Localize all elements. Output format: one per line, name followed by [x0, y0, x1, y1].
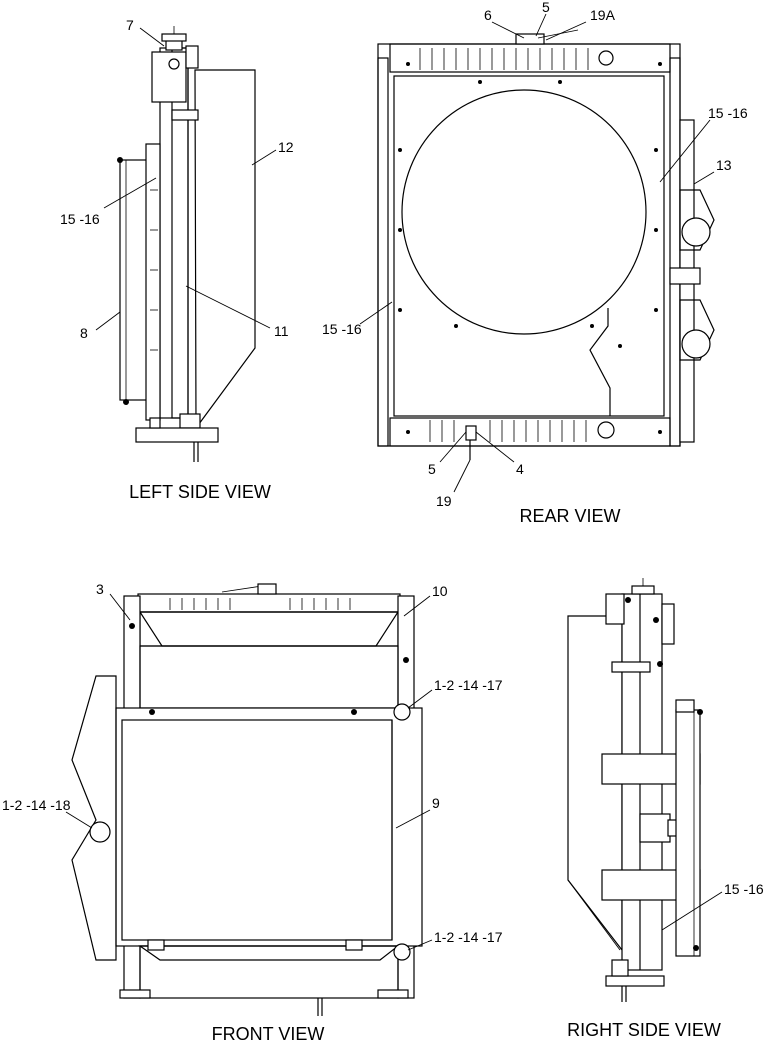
callout-1-2-14-17-top: 1-2 -14 -17 — [434, 677, 503, 693]
callout-4: 4 — [516, 461, 524, 477]
rear-view: 6 5 19A 15 -16 13 15 -16 5 4 19 REAR VIE… — [322, 0, 748, 526]
callout-12: 12 — [278, 139, 294, 155]
callout-19: 19 — [436, 493, 452, 509]
front-view-caption: FRONT VIEW — [212, 1024, 325, 1044]
rear-view-caption: REAR VIEW — [519, 506, 620, 526]
callout-15-16-rear-left: 15 -16 — [322, 321, 362, 337]
front-view: 3 10 1-2 -14 -17 1-2 -14 -18 9 1-2 -14 -… — [2, 581, 503, 1044]
right-side-view-caption: RIGHT SIDE VIEW — [567, 1020, 721, 1040]
callout-13: 13 — [716, 157, 732, 173]
callout-6: 6 — [484, 7, 492, 23]
callout-1-2-14-18: 1-2 -14 -18 — [2, 797, 71, 813]
callout-10: 10 — [432, 583, 448, 599]
callout-19A: 19A — [590, 7, 616, 23]
left-side-view-caption: LEFT SIDE VIEW — [129, 482, 271, 502]
callout-7: 7 — [126, 17, 134, 33]
callout-3: 3 — [96, 581, 104, 597]
callout-5-bottom: 5 — [428, 461, 436, 477]
callout-1-2-14-17-bottom: 1-2 -14 -17 — [434, 929, 503, 945]
callout-9: 9 — [432, 795, 440, 811]
callout-5-top: 5 — [542, 0, 550, 15]
callout-11: 11 — [274, 323, 289, 339]
callout-15-16-right-side: 15 -16 — [724, 881, 764, 897]
callout-15-16: 15 -16 — [60, 211, 100, 227]
right-side-view: 15 -16 RIGHT SIDE VIEW — [567, 578, 764, 1040]
callout-8: 8 — [80, 325, 88, 341]
left-side-view: 7 12 15 -16 8 11 LEFT SIDE VIEW — [60, 17, 294, 502]
callout-15-16-rear-right: 15 -16 — [708, 105, 748, 121]
